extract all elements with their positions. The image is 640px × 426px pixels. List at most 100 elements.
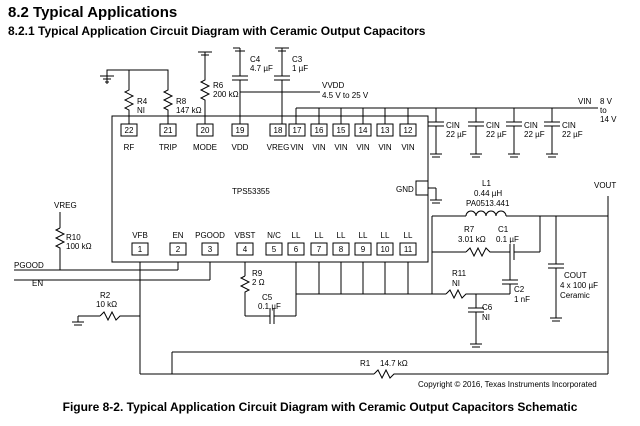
top-pin-label-19: VDD — [232, 143, 249, 152]
cout-name: COUT — [564, 271, 587, 280]
top-pin-label-18: VREG — [267, 143, 290, 152]
r4-resistor — [123, 85, 135, 124]
bottom-pin-label-6: LL — [292, 231, 301, 240]
r6-value: 200 kΩ — [213, 90, 239, 99]
r6-name: R6 — [213, 81, 224, 90]
bottom-pin-box-10 — [376, 242, 394, 256]
bottom-pin-label-10: LL — [381, 231, 390, 240]
l1-part: PA0513.441 — [466, 199, 510, 208]
cin1-name: CIN — [446, 121, 460, 130]
vin-value2: to — [600, 106, 607, 115]
vvdd-name: VVDD — [322, 81, 344, 90]
bottom-pin-box-11 — [399, 242, 417, 256]
figure-caption: Figure 8-2. Typical Application Circuit … — [62, 400, 578, 414]
l1-name: L1 — [482, 179, 491, 188]
l1-value: 0.44 µH — [474, 189, 502, 198]
bottom-pin-label-3: PGOOD — [195, 231, 225, 240]
top-pin-number-15: 15 — [337, 126, 346, 135]
bottom-pin-label-8: LL — [337, 231, 346, 240]
r9-name: R9 — [252, 269, 263, 278]
c4-value: 4.7 µF — [250, 64, 273, 73]
bottom-pin-label-4: VBST — [235, 231, 256, 240]
r8-value: 147 kΩ — [176, 106, 202, 115]
cin2-value: 22 µF — [486, 130, 507, 139]
top-pin-label-16: VIN — [312, 143, 326, 152]
r8-name: R8 — [176, 97, 187, 106]
bottom-pin-number-10: 10 — [381, 245, 390, 254]
top-pin-box-22 — [120, 123, 138, 137]
vin-value1: 8 V — [600, 97, 613, 106]
top-pin-box-16 — [310, 123, 328, 137]
top-pin-label-14: VIN — [356, 143, 370, 152]
top-pin-label-20: MODE — [193, 143, 217, 152]
ic-body — [111, 115, 429, 263]
c5-name: C5 — [262, 293, 273, 302]
gnd-pin-box — [415, 180, 429, 196]
r11-resistor — [445, 288, 476, 300]
cin3-name: CIN — [524, 121, 538, 130]
c3-value: 1 µF — [292, 64, 308, 73]
vin-name: VIN — [578, 97, 592, 106]
bottom-pin-label-7: LL — [315, 231, 324, 240]
bottom-pin-box-7 — [310, 242, 328, 256]
vin-value3: 14 V — [600, 115, 617, 124]
top-pin-label-13: VIN — [378, 143, 392, 152]
top-pin-box-18 — [269, 123, 287, 137]
top-pin-number-17: 17 — [293, 126, 302, 135]
bottom-pin-label-5: N/C — [267, 231, 281, 240]
r8-resistor — [162, 76, 174, 124]
bottom-pin-box-1 — [131, 242, 149, 256]
top-pin-box-15 — [332, 123, 350, 137]
r6-resistor — [199, 60, 211, 124]
vreg-label: VREG — [54, 201, 77, 210]
bottom-pin-box-2 — [169, 242, 187, 256]
top-pin-label-17: VIN — [290, 143, 304, 152]
bottom-pin-number-9: 9 — [361, 245, 366, 254]
wire-rf-trip-top — [106, 69, 169, 84]
en-label: EN — [32, 279, 43, 288]
r10-value: 100 kΩ — [66, 242, 92, 251]
top-pin-number-16: 16 — [315, 126, 324, 135]
r1-resistor — [373, 368, 400, 380]
r9-resistor — [239, 275, 251, 316]
c5-value: 0.1 µF — [258, 302, 281, 311]
cin4-value: 22 µF — [562, 130, 583, 139]
bottom-pin-number-8: 8 — [339, 245, 344, 254]
r4-value: NI — [137, 106, 145, 115]
c1-name: C1 — [498, 225, 509, 234]
top-pin-label-12: VIN — [401, 143, 415, 152]
cin3-value: 22 µF — [524, 130, 545, 139]
cin2-name: CIN — [486, 121, 500, 130]
r2-value: 10 kΩ — [96, 300, 117, 309]
bottom-pin-number-2: 2 — [176, 245, 181, 254]
c2-value: 1 nF — [514, 295, 530, 304]
bottom-pin-number-1: 1 — [138, 245, 143, 254]
top-pin-number-19: 19 — [236, 126, 245, 135]
bottom-pin-label-9: LL — [359, 231, 368, 240]
vout-label: VOUT — [594, 181, 616, 190]
cin4-name: CIN — [562, 121, 576, 130]
bottom-pin-label-2: EN — [172, 231, 183, 240]
c1-value: 0.1 µF — [496, 235, 519, 244]
top-pin-number-13: 13 — [381, 126, 390, 135]
r4-name: R4 — [137, 97, 148, 106]
bottom-pin-number-5: 5 — [272, 245, 277, 254]
c2-name: C2 — [514, 285, 525, 294]
top-pin-number-22: 22 — [125, 126, 134, 135]
bottom-pin-number-11: 11 — [404, 245, 413, 254]
top-pin-number-20: 20 — [201, 126, 210, 135]
r7-resistor — [465, 246, 500, 258]
bottom-pin-box-6 — [287, 242, 305, 256]
bottom-pin-box-9 — [354, 242, 372, 256]
c6-value: NI — [482, 313, 490, 322]
top-pin-number-18: 18 — [274, 126, 283, 135]
top-pin-box-21 — [159, 123, 177, 137]
section-heading: 8.2 Typical Applications — [8, 4, 178, 21]
top-pin-box-12 — [399, 123, 417, 137]
c4-name: C4 — [250, 55, 261, 64]
r9-value: 2 Ω — [252, 278, 265, 287]
top-pin-box-13 — [376, 123, 394, 137]
r11-name: R11 — [452, 269, 467, 278]
r2-resistor — [99, 310, 140, 322]
